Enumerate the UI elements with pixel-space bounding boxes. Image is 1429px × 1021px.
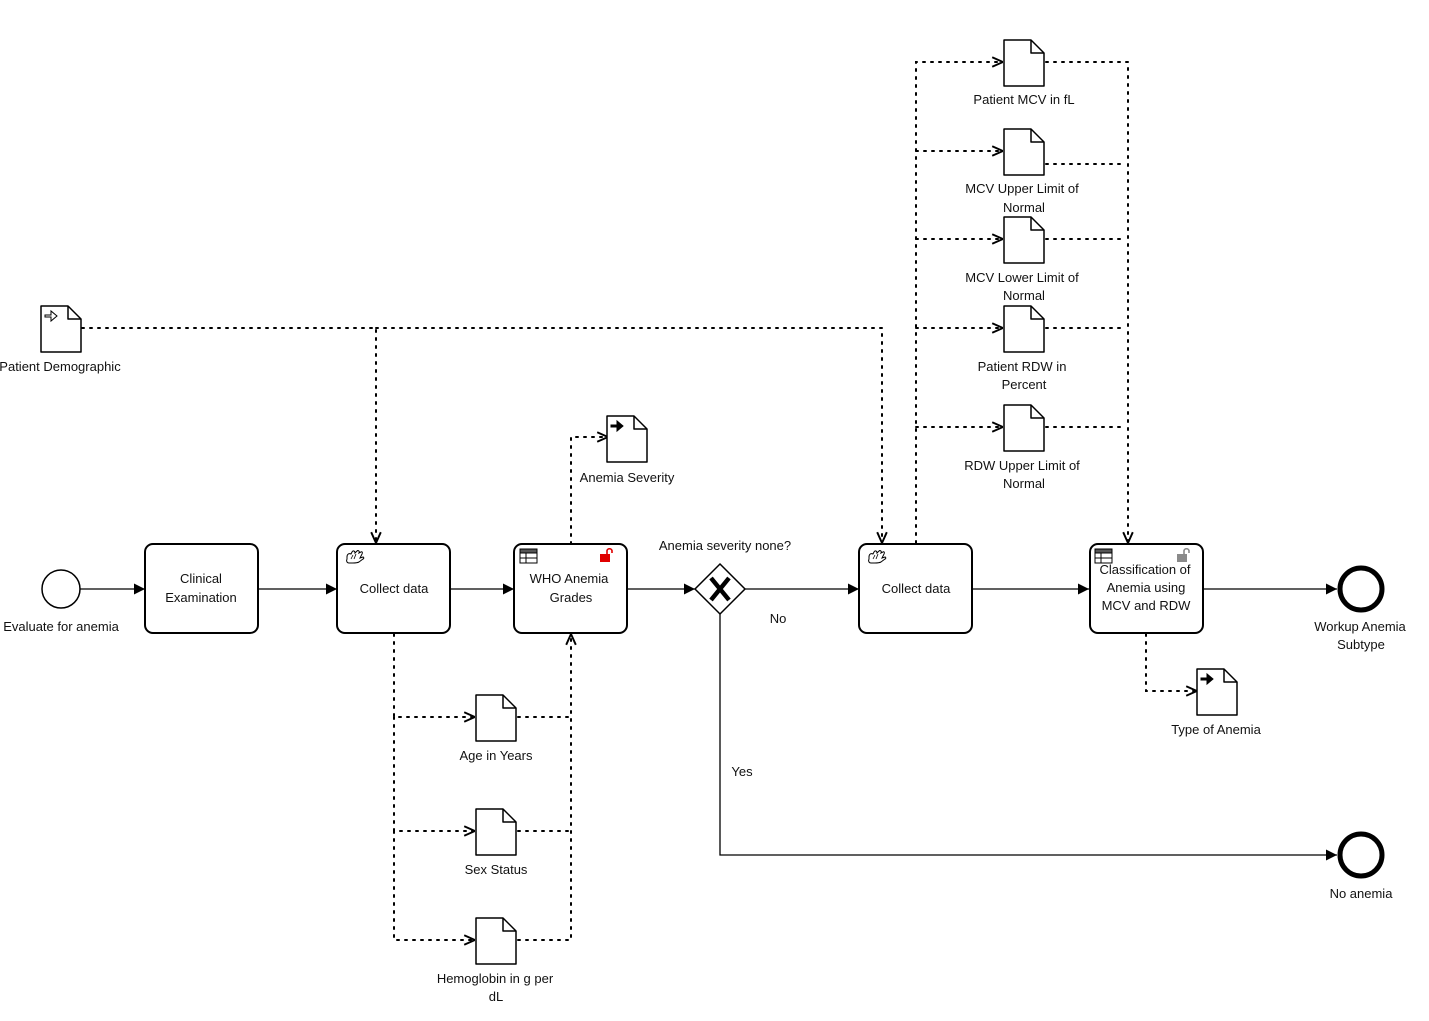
document-icon[interactable] xyxy=(1196,668,1238,716)
end-event-no-anemia-circle[interactable] xyxy=(1337,831,1385,879)
data-object-patient-demographic-label: Patient Demographic xyxy=(0,359,121,374)
data-object-patient-mcv[interactable]: Patient MCV in fL xyxy=(973,39,1075,107)
assoc-demographic-to-collect-1 xyxy=(81,327,376,544)
task-clinical-label-line2: Examination xyxy=(165,590,237,605)
assoc-collect-to-hgb xyxy=(393,830,476,940)
document-icon[interactable] xyxy=(40,305,82,353)
start-event-label: Evaluate for anemia xyxy=(3,619,119,634)
data-object-type-of-anemia-label: Type of Anemia xyxy=(1171,722,1261,737)
data-object-rdw-upper-label-line2: Normal xyxy=(1003,476,1045,491)
input-arrow-icon xyxy=(44,309,58,323)
task-who-anemia-grades-box[interactable] xyxy=(513,543,628,634)
data-object-patient-demographic[interactable]: Patient Demographic xyxy=(0,305,121,374)
end-event-subtype-label-line2: Subtype xyxy=(1337,637,1385,652)
end-event-no-anemia-label: No anemia xyxy=(1330,886,1394,901)
data-object-patient-rdw[interactable]: Patient RDW in Percent xyxy=(978,305,1067,392)
task-classification-label-line1: Classification of xyxy=(1099,562,1190,577)
data-object-age[interactable]: Age in Years xyxy=(459,694,533,763)
gateway-x-icon xyxy=(709,576,731,602)
hand-icon xyxy=(346,550,365,564)
data-object-anemia-severity-label: Anemia Severity xyxy=(580,470,675,485)
task-classification-label-line2: Anemia using xyxy=(1107,580,1186,595)
assoc-collect-to-sex xyxy=(393,716,476,831)
task-collect-data-1-box[interactable] xyxy=(336,543,451,634)
end-event-subtype-circle[interactable] xyxy=(1337,565,1385,613)
data-object-mcv-lower-label-line2: Normal xyxy=(1003,288,1045,303)
end-event-subtype-label-line1: Workup Anemia xyxy=(1314,619,1406,634)
document-icon[interactable] xyxy=(475,694,517,742)
task-clinical-examination-box[interactable] xyxy=(144,543,259,634)
assoc-hgb-to-who xyxy=(517,633,571,941)
data-object-mcv-upper-label-line2: Normal xyxy=(1003,200,1045,215)
task-classification[interactable]: Classification of Anemia using MCV and R… xyxy=(1089,543,1204,634)
task-who-label-line1: WHO Anemia xyxy=(530,571,610,586)
assoc-who-to-severity xyxy=(570,437,609,545)
assoc-classification-to-type xyxy=(1145,633,1198,691)
output-arrow-icon xyxy=(1200,672,1214,686)
assoc-collect-to-age xyxy=(393,633,476,717)
data-object-rdw-upper-label-line1: RDW Upper Limit of xyxy=(964,458,1080,473)
document-icon[interactable] xyxy=(606,415,648,463)
data-associations xyxy=(81,61,1198,941)
task-clinical-examination[interactable]: Clinical Examination xyxy=(144,543,259,634)
document-icon[interactable] xyxy=(475,808,517,856)
data-object-sex-label: Sex Status xyxy=(465,862,528,877)
data-object-mcv-lower[interactable]: MCV Lower Limit of Normal xyxy=(965,216,1079,303)
table-icon xyxy=(519,548,538,564)
sequence-flows xyxy=(80,583,1337,861)
data-object-sex[interactable]: Sex Status xyxy=(465,808,528,877)
document-icon[interactable] xyxy=(1003,128,1045,176)
document-icon[interactable] xyxy=(1003,39,1045,87)
data-object-type-of-anemia[interactable]: Type of Anemia xyxy=(1171,668,1262,737)
document-icon[interactable] xyxy=(1003,404,1045,452)
task-who-label-line2: Grades xyxy=(550,590,593,605)
start-event[interactable]: Evaluate for anemia xyxy=(3,569,120,634)
hand-icon xyxy=(868,550,887,564)
task-classification-box[interactable] xyxy=(1089,543,1204,634)
table-icon xyxy=(1094,548,1113,564)
data-object-hemoglobin[interactable]: Hemoglobin in g per dL xyxy=(437,917,554,1004)
data-object-hemoglobin-label-line2: dL xyxy=(489,989,503,1004)
task-collect-data-2[interactable]: Collect data xyxy=(858,543,973,634)
lock-open-icon xyxy=(600,547,613,562)
assoc-demographic-to-collect-2 xyxy=(375,327,882,544)
document-icon[interactable] xyxy=(475,917,517,965)
end-event-no-anemia[interactable]: No anemia xyxy=(1330,831,1394,901)
lock-open-icon xyxy=(1177,547,1190,562)
assoc-collect2-to-mcv xyxy=(915,62,1004,544)
data-object-hemoglobin-label-line1: Hemoglobin in g per xyxy=(437,971,554,986)
data-object-mcv-upper[interactable]: MCV Upper Limit of Normal xyxy=(965,128,1079,215)
gateway-no-label: No xyxy=(770,611,787,626)
data-object-anemia-severity[interactable]: Anemia Severity xyxy=(580,415,675,485)
data-object-mcv-lower-label-line1: MCV Lower Limit of xyxy=(965,270,1079,285)
document-icon[interactable] xyxy=(1003,216,1045,264)
data-object-age-label: Age in Years xyxy=(459,748,533,763)
exclusive-gateway[interactable]: Anemia severity none? No Yes xyxy=(659,538,791,779)
gateway-question-label: Anemia severity none? xyxy=(659,538,791,553)
data-object-patient-mcv-label: Patient MCV in fL xyxy=(973,92,1074,107)
document-icon[interactable] xyxy=(1003,305,1045,353)
assoc-mcv-to-classification xyxy=(1045,61,1128,544)
end-event-subtype[interactable]: Workup Anemia Subtype xyxy=(1314,565,1407,652)
task-collect-data-2-box[interactable] xyxy=(858,543,973,634)
data-object-mcv-upper-label-line1: MCV Upper Limit of xyxy=(965,181,1079,196)
task-classification-label-line3: MCV and RDW xyxy=(1102,598,1192,613)
flow-gateway-yes xyxy=(719,613,1337,861)
gateway-yes-label: Yes xyxy=(731,764,753,779)
task-collect-data-1[interactable]: Collect data xyxy=(336,543,451,634)
data-object-rdw-upper[interactable]: RDW Upper Limit of Normal xyxy=(964,404,1080,491)
task-who-anemia-grades[interactable]: WHO Anemia Grades xyxy=(513,543,628,634)
task-collect-data-1-label: Collect data xyxy=(360,581,429,596)
start-event-circle[interactable] xyxy=(41,569,81,609)
task-clinical-label-line1: Clinical xyxy=(180,571,222,586)
data-object-patient-rdw-label-line2: Percent xyxy=(1002,377,1047,392)
task-collect-data-2-label: Collect data xyxy=(882,581,951,596)
data-object-patient-rdw-label-line1: Patient RDW in xyxy=(978,359,1067,374)
output-arrow-icon xyxy=(610,419,624,433)
